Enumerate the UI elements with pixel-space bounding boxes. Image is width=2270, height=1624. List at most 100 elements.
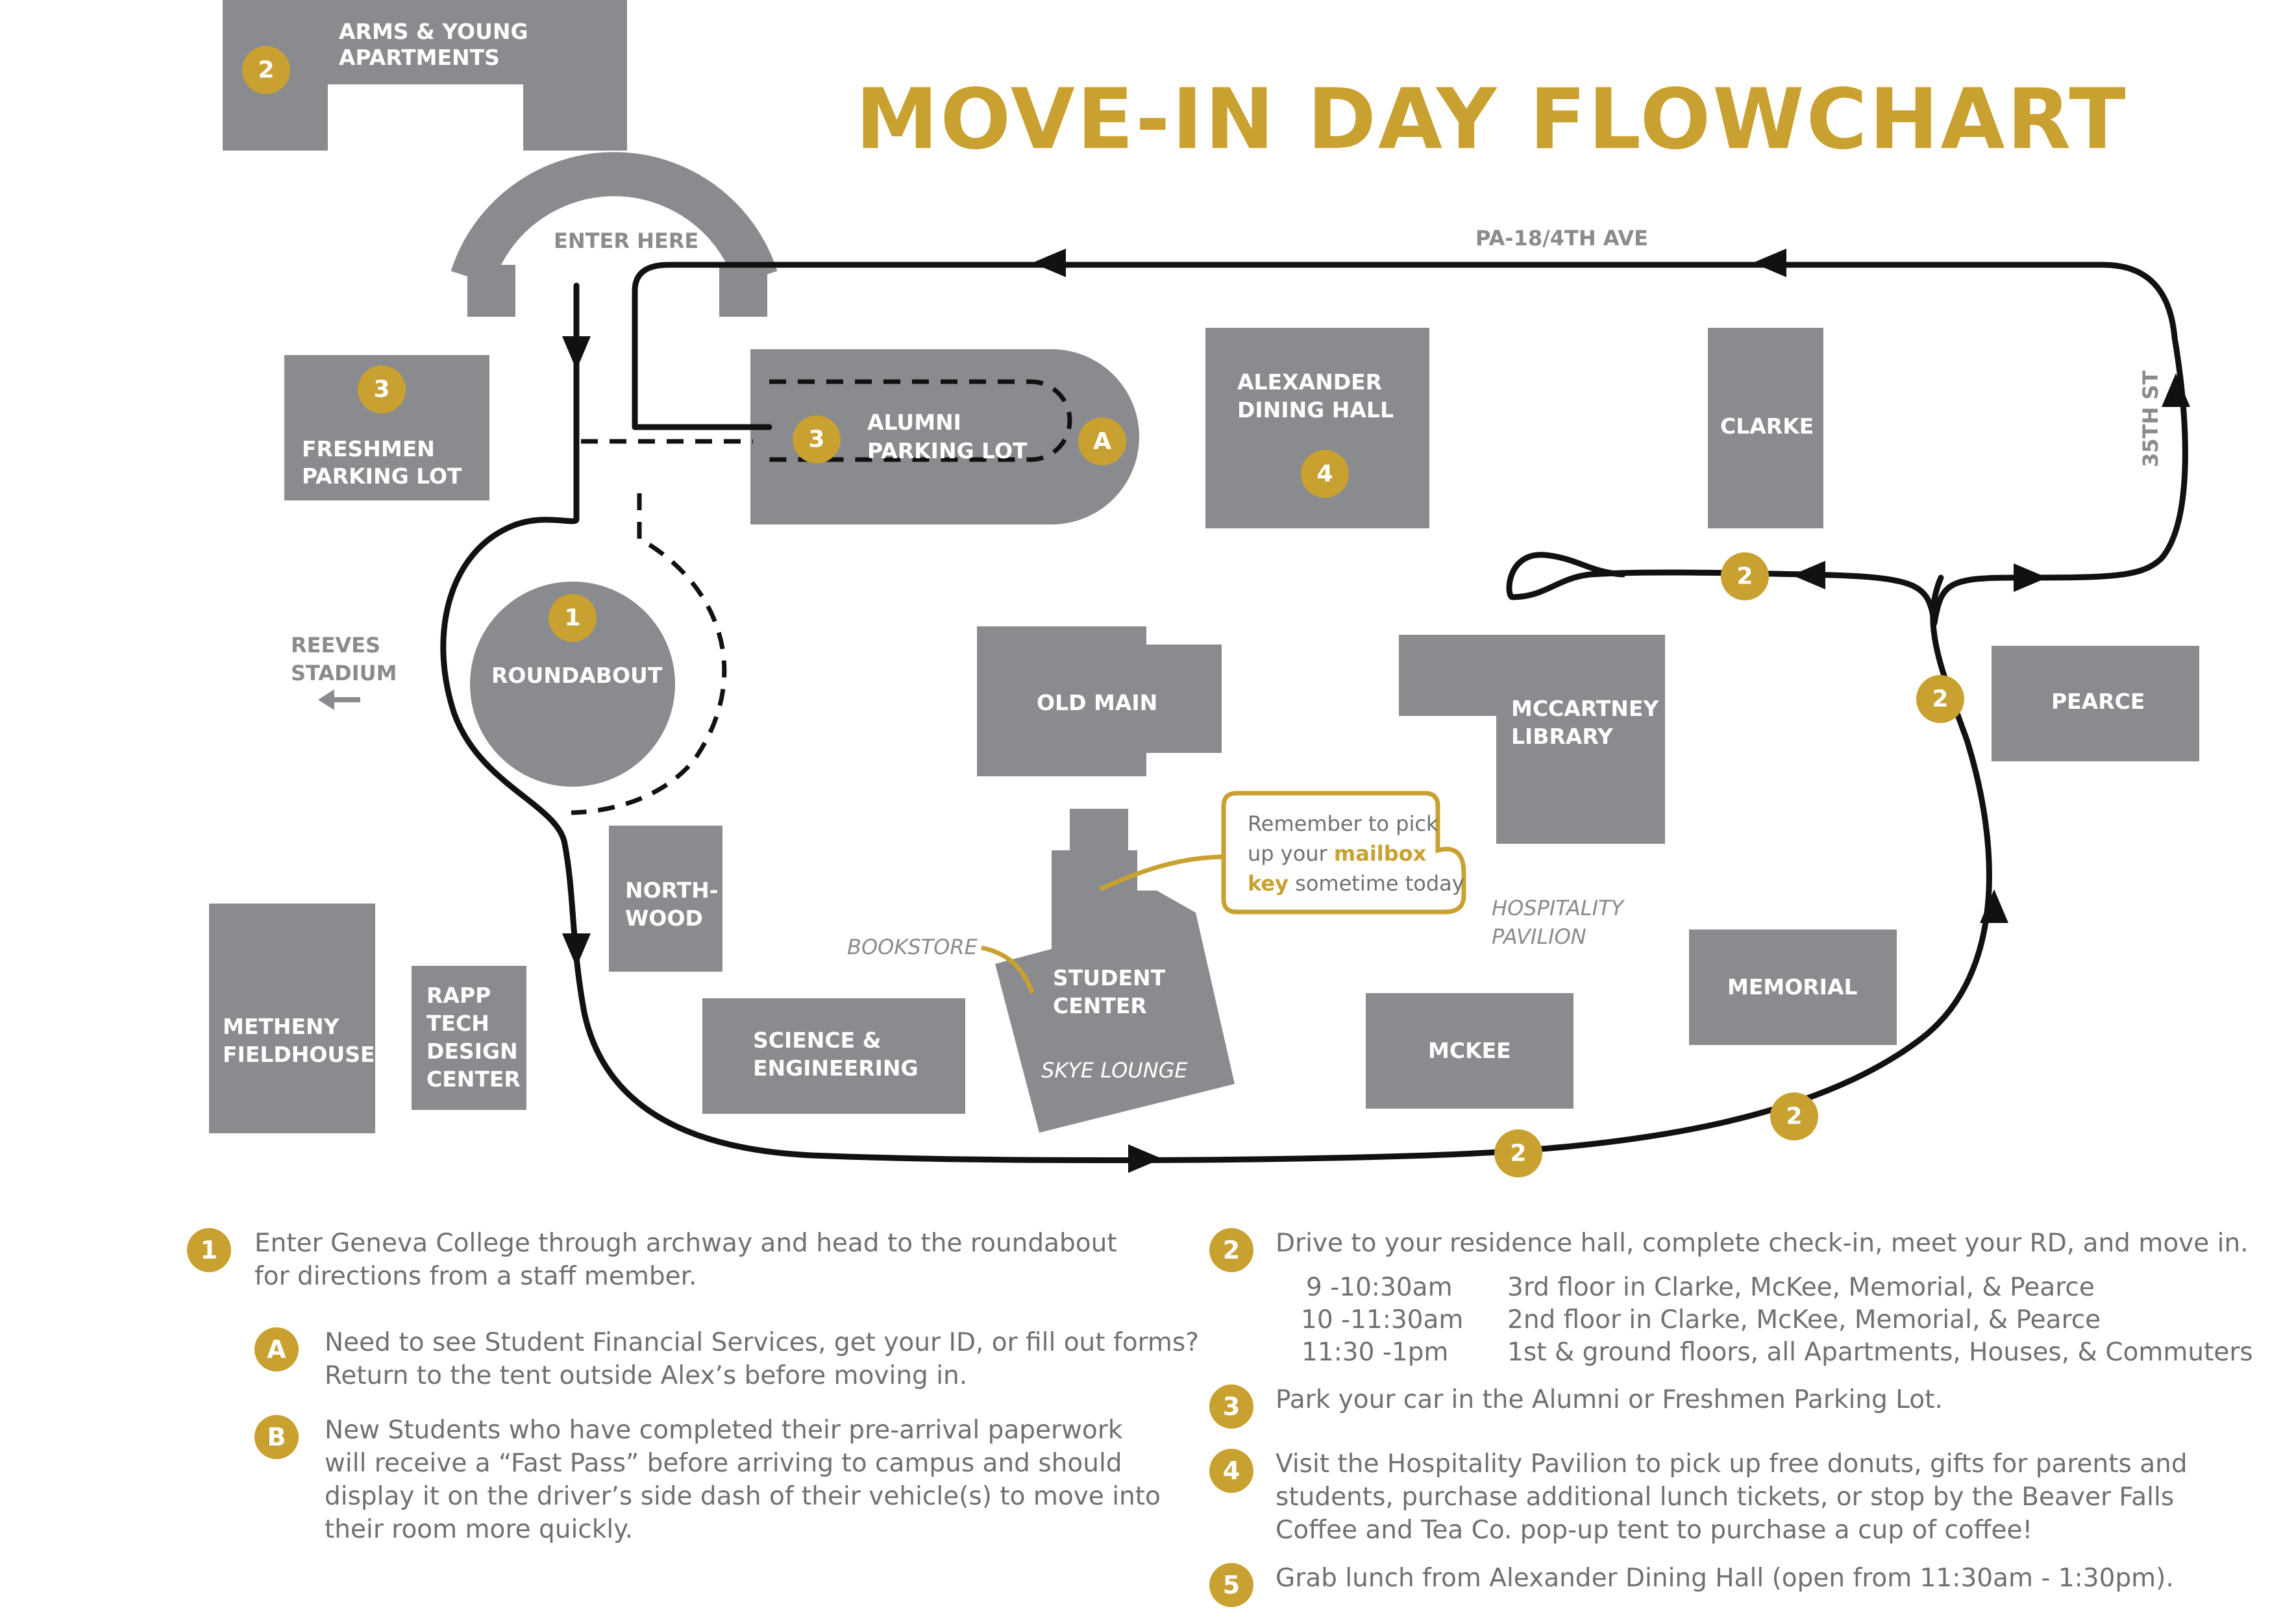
legend-badge-1: 1 [187,1228,231,1272]
svg-text:REEVES: REEVES [291,633,380,658]
marker-2-pearce: 2 [1916,675,1964,723]
svg-text:A: A [1093,428,1111,455]
svg-text:MCCARTNEY: MCCARTNEY [1511,696,1659,721]
legend-text-4: Visit the Hospitality Pavilion to pick u… [1276,1449,2188,1545]
enter-here-label: ENTER HERE [554,228,698,253]
svg-text:ARMS & YOUNG: ARMS & YOUNG [339,19,528,44]
memorial-hall: MEMORIAL [1689,929,1897,1045]
rapp-tech-design-center: RAPP TECH DESIGN CENTER [412,966,526,1110]
alumni-parking-lot: ALUMNI PARKING LOT 3 A [750,349,1139,524]
marker-2-mckee: 2 [1494,1129,1542,1177]
dashed-roundabout-bypass [571,493,727,815]
legend-badge-b: B [254,1415,299,1459]
svg-text:STADIUM: STADIUM [291,661,397,685]
svg-text:ALUMNI: ALUMNI [867,410,961,435]
svg-text:PARKING LOT: PARKING LOT [302,463,462,489]
schedule-desc-2: 2nd floor in Clarke, McKee, Memorial, & … [1507,1305,2101,1335]
route-arrows [562,249,2190,1173]
svg-text:CLARKE: CLARKE [1720,413,1814,439]
freshmen-parking-lot: FRESHMEN PARKING LOT 3 [284,355,489,500]
marker-a-tent: A [1078,417,1126,465]
legend-text-2: Drive to your residence hall, complete c… [1276,1229,2249,1258]
legend-badge-5: 5 [1209,1563,1253,1607]
reeves-stadium-label: REEVES STADIUM [291,633,397,710]
svg-text:3: 3 [808,426,824,453]
marker-3-alumni: 3 [793,415,841,463]
arms-young-apartments: ARMS & YOUNG APARTMENTS 2 [223,0,627,151]
schedule-time-2: 10 -11:30am [1301,1305,1464,1335]
legend-badge-3: 3 [1209,1384,1253,1429]
schedule-desc-3: 1st & ground floors, all Apartments, Hou… [1507,1338,2253,1367]
legend-badge-a: A [254,1327,299,1372]
svg-text:2: 2 [1786,1103,1802,1130]
old-main: OLD MAIN [977,626,1222,776]
svg-text:MCKEE: MCKEE [1428,1038,1511,1063]
svg-text:CENTER: CENTER [426,1066,521,1092]
svg-text:SCIENCE &: SCIENCE & [753,1027,881,1053]
svg-text:ENGINEERING: ENGINEERING [753,1055,919,1081]
roundabout: ROUNDABOUT 1 [470,582,675,787]
svg-text:FIELDHOUSE: FIELDHOUSE [223,1042,375,1067]
svg-text:up your mailbox: up your mailbox [1248,841,1427,866]
alexander-dining-hall: ALEXANDER DINING HALL 4 [1205,328,1429,528]
hospitality-pavilion-label: HOSPITALITY PAVILION [1492,896,1625,949]
page-title: MOVE-IN DAY FLOWCHART [856,71,2128,168]
svg-text:ROUNDABOUT: ROUNDABOUT [491,663,663,688]
street-label-pa18: PA-18/4TH AVE [1475,226,1648,251]
legend-text-a: Need to see Student Financial Services, … [325,1328,1199,1390]
legend-badge-4: 4 [1209,1449,1253,1493]
skye-lounge-label: SKYE LOUNGE [1041,1058,1188,1083]
clarke-hall: CLARKE [1708,328,1823,528]
science-engineering: SCIENCE & ENGINEERING [702,998,965,1114]
marker-2-memorial: 2 [1770,1092,1818,1140]
mccartney-library: MCCARTNEY LIBRARY [1399,635,1665,844]
marker-2-clarke: 2 [1721,552,1769,600]
legend-text-3: Park your car in the Alumni or Freshmen … [1276,1385,1943,1414]
svg-text:NORTH-: NORTH- [625,878,718,903]
svg-text:STUDENT: STUDENT [1053,965,1166,990]
marker-2-arms-young: 2 [242,46,290,94]
svg-text:DINING HALL: DINING HALL [1237,397,1394,423]
svg-text:ALEXANDER: ALEXANDER [1237,369,1382,395]
entrance-archway: ENTER HERE [450,152,778,317]
svg-text:CENTER: CENTER [1053,993,1147,1018]
svg-text:PEARCE: PEARCE [2051,689,2145,714]
mailbox-callout: Remember to pick up your mailbox key som… [1099,791,1466,915]
svg-text:DESIGN: DESIGN [426,1039,518,1064]
northwood-hall: NORTH- WOOD [609,826,722,972]
route-top-road [632,262,2188,626]
svg-text:1: 1 [564,605,580,632]
svg-text:2: 2 [258,57,274,84]
legend-text-5: Grab lunch from Alexander Dining Hall (o… [1276,1564,2174,1593]
svg-text:4: 4 [1316,461,1333,487]
svg-text:WOOD: WOOD [625,905,703,931]
svg-text:2: 2 [1736,563,1753,590]
schedule-time-1: 9 -10:30am [1306,1273,1453,1302]
marker-3-freshmen: 3 [358,365,406,413]
svg-text:2: 2 [1932,686,1948,713]
route-main [440,516,1992,1163]
svg-text:METHENY: METHENY [223,1014,340,1039]
svg-text:PAVILION: PAVILION [1492,924,1586,949]
svg-text:PARKING LOT: PARKING LOT [867,438,1028,463]
street-label-35th: 35TH ST [2138,371,2163,467]
student-center: STUDENT CENTER SKYE LOUNGE [995,809,1235,1133]
svg-text:OLD MAIN: OLD MAIN [1037,690,1157,715]
bookstore-label: BOOKSTORE [847,935,1035,994]
svg-text:key sometime today: key sometime today [1248,871,1464,896]
svg-text:LIBRARY: LIBRARY [1511,724,1614,749]
svg-text:2: 2 [1510,1140,1526,1167]
svg-text:MEMORIAL: MEMORIAL [1727,974,1858,1000]
svg-text:APARTMENTS: APARTMENTS [339,45,500,70]
legend-badge-2: 2 [1209,1228,1253,1272]
legend-text-b: New Students who have completed their pr… [325,1416,1161,1544]
legend-text-1: Enter Geneva College through archway and… [254,1229,1117,1291]
schedule-time-3: 11:30 -1pm [1302,1338,1449,1367]
metheny-fieldhouse: METHENY FIELDHOUSE [209,904,375,1133]
marker-1-roundabout: 1 [549,594,597,642]
svg-text:HOSPITALITY: HOSPITALITY [1492,896,1625,920]
svg-text:Remember to pick: Remember to pick [1248,811,1438,836]
svg-text:RAPP: RAPP [426,983,491,1008]
